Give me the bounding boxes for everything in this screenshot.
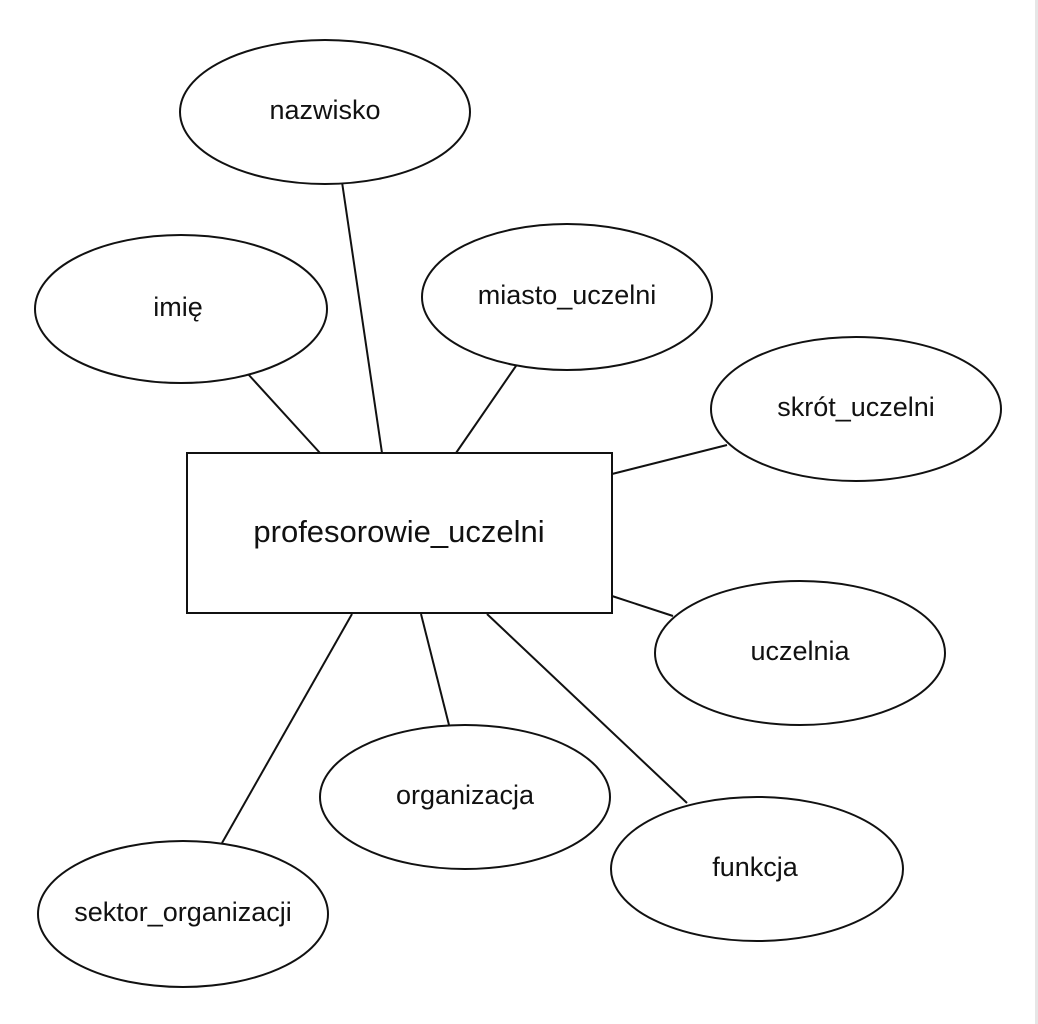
attribute-imie[interactable]: imię (34, 234, 328, 384)
attribute-label: organizacja (396, 780, 535, 810)
page-edge-divider (1035, 0, 1038, 1024)
attribute-nazwisko[interactable]: nazwisko (179, 39, 471, 185)
attribute-label: imię (153, 292, 203, 322)
entity-profesorowie-uczelni[interactable]: profesorowie_uczelni (186, 452, 613, 614)
attribute-ellipse (710, 336, 1002, 482)
attribute-ellipse (179, 39, 471, 185)
attribute-ellipse (319, 724, 611, 870)
attribute-label: sektor_organizacji (74, 897, 292, 927)
attribute-organizacja[interactable]: organizacja (319, 724, 611, 870)
connector-organizacja (420, 613, 450, 726)
attribute-label: funkcja (712, 852, 799, 882)
entity-box (186, 452, 613, 614)
connector-sektor-organizacji (221, 613, 353, 844)
attribute-funkcja[interactable]: funkcja (610, 796, 904, 942)
connectors (221, 181, 728, 844)
connector-nazwisko (341, 181, 383, 454)
connector-imie (247, 373, 321, 454)
attribute-uczelnia[interactable]: uczelnia (654, 580, 946, 726)
attribute-label: uczelnia (750, 636, 850, 666)
attribute-ellipse (421, 223, 713, 371)
entity-label: profesorowie_uczelni (253, 514, 544, 549)
attribute-ellipse (34, 234, 328, 384)
connector-uczelnia (611, 595, 674, 617)
attribute-label: miasto_uczelni (478, 280, 657, 310)
attribute-ellipse (37, 840, 329, 988)
connector-skrot-uczelni (611, 444, 728, 475)
attribute-ellipse (654, 580, 946, 726)
attribute-miasto-uczelni[interactable]: miasto_uczelni (421, 223, 713, 371)
connector-miasto-uczelni (455, 362, 519, 454)
attribute-label: skrót_uczelni (777, 392, 935, 422)
attribute-label: nazwisko (269, 95, 380, 125)
attribute-sektor-organizacji[interactable]: sektor_organizacji (37, 840, 329, 988)
attribute-skrot-uczelni[interactable]: skrót_uczelni (710, 336, 1002, 482)
connector-funkcja (486, 613, 688, 804)
attribute-ellipse (610, 796, 904, 942)
